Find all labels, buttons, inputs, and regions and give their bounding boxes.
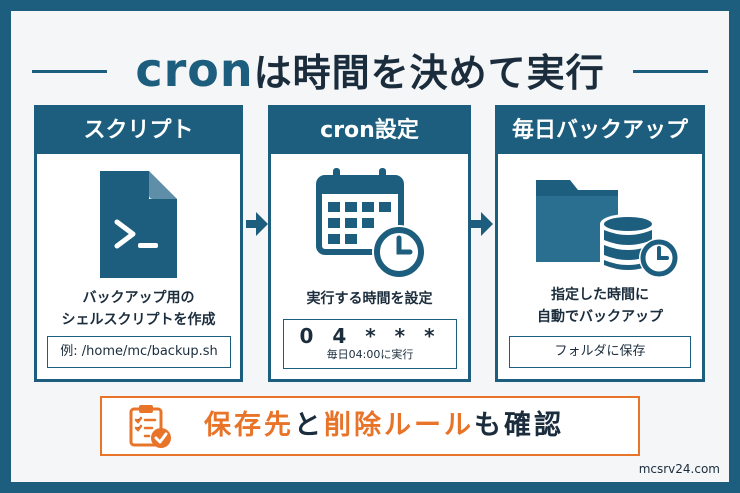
card-text-line: 実行する時間を設定	[306, 291, 433, 307]
cron-description: 毎日04:00に実行	[326, 348, 414, 361]
cron-expression: 0 4 * * *	[299, 324, 441, 348]
banner-text-part: 削除ルール	[324, 410, 474, 441]
example-path-box: 例: /home/mc/backup.sh	[47, 336, 231, 368]
title-highlight: cron	[135, 43, 254, 97]
clipboard-check-icon	[129, 405, 171, 448]
calendar-clock-icon	[316, 168, 426, 279]
card-header: スクリプト	[37, 108, 240, 154]
arrow-right-icon	[471, 212, 493, 236]
cron-expression-box: 0 4 * * * 毎日04:00に実行	[283, 319, 457, 369]
banner-text-part: と	[294, 410, 324, 441]
site-credit: mcsrv24.com	[638, 462, 720, 476]
banner-text-part: 保存先	[204, 410, 294, 441]
card-cron-settings: cron設定 実行する時間を設定 0 4 * * * 毎日04:00に実行	[268, 105, 471, 382]
bottom-banner: 保存先と削除ルールも確認	[100, 396, 640, 456]
title-line-right	[633, 70, 708, 73]
script-file-icon	[100, 171, 177, 278]
card-description: バックアップ用の シェルスクリプトを作成	[37, 287, 240, 331]
page-title: cronは時間を決めて実行	[110, 40, 630, 103]
card-text-line: シェルスクリプトを作成	[61, 312, 216, 328]
card-daily-backup: 毎日バックアップ 指定した時間に 自動でバックアップ フォルダに保存	[495, 105, 705, 382]
card-description: 指定した時間に 自動でバックアップ	[498, 284, 702, 328]
title-rest: は時間を決めて実行	[253, 51, 605, 95]
title-line-left	[32, 70, 107, 73]
card-header: 毎日バックアップ	[498, 108, 702, 154]
card-text-line: 指定した時間に	[551, 287, 649, 303]
banner-text: 保存先と削除ルールも確認	[204, 398, 564, 453]
save-folder-box: フォルダに保存	[509, 336, 691, 368]
card-script: スクリプト バックアップ用の シェルスクリプトを作成 例: /home/mc/b…	[34, 105, 243, 382]
card-text-line: 自動でバックアップ	[537, 309, 663, 325]
card-description: 実行する時間を設定	[271, 288, 468, 310]
arrow-right-icon	[246, 212, 268, 236]
folder-database-clock-icon	[536, 180, 679, 278]
card-text-line: バックアップ用の	[82, 290, 195, 306]
card-header: cron設定	[271, 108, 468, 154]
title-row: cronは時間を決めて実行	[0, 40, 740, 100]
banner-text-part: も確認	[474, 410, 564, 441]
